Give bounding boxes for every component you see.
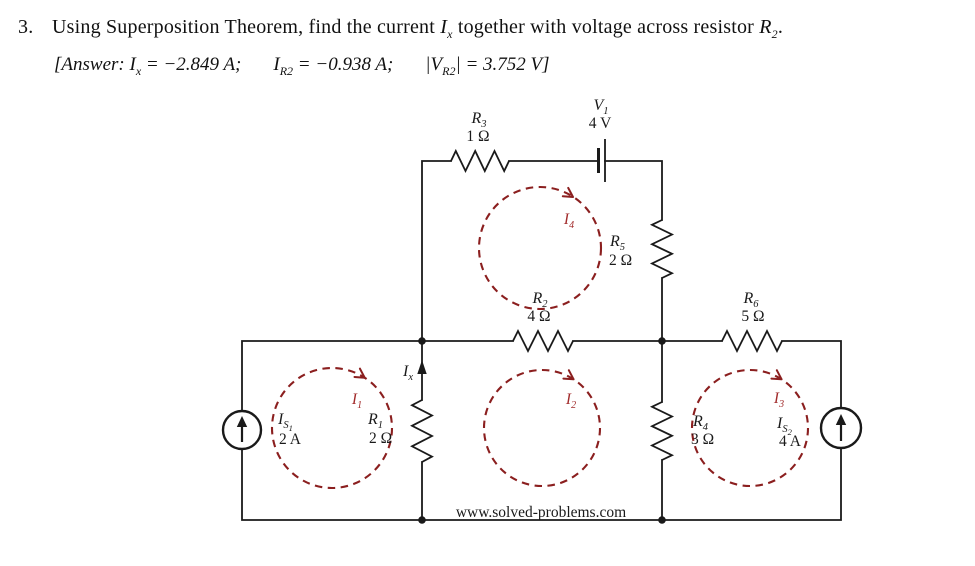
component-labels: R3 1 Ω V1 4 V R5 2 Ω R2 4 Ω R6 5 Ω IS1 2… xyxy=(277,97,802,450)
mesh-arrow-i3 xyxy=(770,369,783,381)
resistor-r6 xyxy=(721,328,783,354)
r6-label: R6 xyxy=(742,290,759,310)
statement-text-2: together with voltage across resistor xyxy=(452,16,760,38)
mesh-i4-label: I4 xyxy=(563,211,574,231)
mesh-i3-label: I3 xyxy=(773,390,784,410)
answer-vr2: |VR2| = 3.752 V] xyxy=(425,54,550,78)
is1-label: IS1 xyxy=(277,411,293,433)
wires xyxy=(241,160,842,521)
mesh-loop-i4 xyxy=(477,185,603,311)
voltage-source-v1 xyxy=(597,139,606,182)
is2-value: 4 A xyxy=(779,433,802,450)
current-source-is1 xyxy=(221,409,263,451)
mesh-loop-i2 xyxy=(482,368,602,488)
r3-label: R3 xyxy=(470,110,486,130)
mesh-i2-label: I2 xyxy=(565,391,576,411)
r2-label: R2 xyxy=(531,290,548,310)
resistor-r3 xyxy=(450,148,510,174)
is2-label: IS2 xyxy=(776,415,793,437)
ix-symbol-sub: x xyxy=(447,27,453,41)
r6-value: 5 Ω xyxy=(741,308,764,325)
r4-value: 3 Ω xyxy=(691,431,714,448)
r2-symbol: R xyxy=(759,16,772,38)
statement-text-3: . xyxy=(777,16,784,38)
mesh-labels: I1 I2 I3 I4 xyxy=(351,211,784,411)
answer-ir2: IR2 = −0.938 A; xyxy=(273,54,394,78)
mesh-loops xyxy=(270,185,810,490)
r1-value: 2 Ω xyxy=(369,430,392,447)
problem-number: 3. xyxy=(18,16,34,38)
ix-symbol: I xyxy=(440,16,448,38)
resistor-r4 xyxy=(649,401,675,461)
resistor-r1 xyxy=(410,399,434,463)
watermark: www.solved-problems.com xyxy=(456,504,626,521)
r2-value: 4 Ω xyxy=(527,308,550,325)
r2-symbol-sub: 2 xyxy=(771,27,778,41)
junction-dots xyxy=(418,337,666,524)
mesh-loop-i1 xyxy=(270,366,394,490)
v1-label: V1 xyxy=(593,97,608,117)
mesh-arrow-i2 xyxy=(562,369,575,381)
answer-ix: [Answer: Ix = −2.849 A; xyxy=(54,54,242,78)
mesh-arrow-i4 xyxy=(561,186,574,198)
r4-label: R4 xyxy=(692,413,709,433)
ix-arrow xyxy=(417,360,427,374)
r1-label: R1 xyxy=(367,411,383,431)
r3-value: 1 Ω xyxy=(466,128,489,145)
resistor-r5 xyxy=(649,219,675,279)
mesh-arrow-i1 xyxy=(353,367,366,379)
r5-label: R5 xyxy=(609,233,625,253)
mesh-i1-label: I1 xyxy=(351,391,362,411)
is1-value: 2 A xyxy=(279,431,302,448)
r5-value: 2 Ω xyxy=(609,252,632,269)
mesh-loop-arrowheads xyxy=(353,186,783,381)
answer-line: [Answer: Ix = −2.849 A; IR2 = −0.938 A; |V… xyxy=(54,54,550,79)
problem-statement: 3. Using Superposition Theorem, find the … xyxy=(18,16,783,42)
statement-text-1: Using Superposition Theorem, find the cu… xyxy=(52,16,441,38)
v1-value: 4 V xyxy=(589,115,612,132)
mesh-loop-i3 xyxy=(690,368,810,488)
current-source-is2 xyxy=(819,406,863,450)
ix-label: Ix xyxy=(402,363,413,383)
resistor-r2 xyxy=(512,328,574,354)
